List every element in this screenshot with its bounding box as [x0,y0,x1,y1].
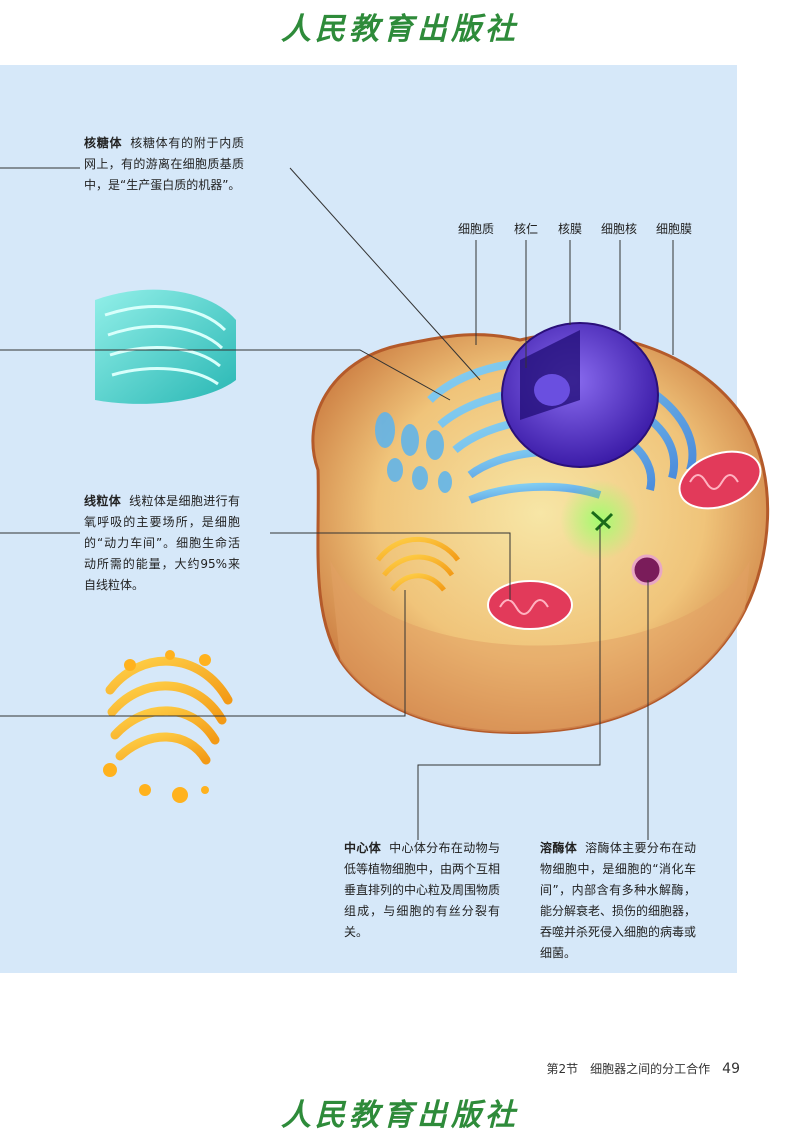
label-nucleolus: 核仁 [514,220,538,237]
page-number: 49 [722,1061,740,1077]
label-cell-membrane: 细胞膜 [656,220,692,237]
mitochondria-text: 线粒体是细胞进行有氧呼吸的主要场所，是细胞的“动力车间”。细胞生命活动所需的能量… [84,494,240,592]
ribosome-description: 核糖体核糖体有的附于内质网上，有的游离在细胞质基质中，是“生产蛋白质的机器”。 [84,133,244,196]
centrosome-text: 中心体分布在动物与低等植物细胞中，由两个互相垂直排列的中心粒及周围物质组成，与细… [344,841,500,939]
label-nuclear-envelope: 核膜 [558,220,582,237]
label-cytoplasm: 细胞质 [458,220,494,237]
golgi-isolated [103,650,228,803]
page-footer: 第2节 细胞器之间的分工合作 49 [0,1060,740,1077]
lysosome-term: 溶酶体 [540,841,577,855]
label-nucleus: 细胞核 [601,220,637,237]
ribosome-term: 核糖体 [84,136,122,150]
section-title: 第2节 细胞器之间的分工合作 [547,1062,711,1076]
centrosome-description: 中心体中心体分布在动物与低等植物细胞中，由两个互相垂直排列的中心粒及周围物质组成… [344,838,500,943]
lysosome-text: 溶酶体主要分布在动物细胞中，是细胞的“消化车间”，内部含有多种水解酶，能分解衰老… [540,841,696,960]
lysosome [633,556,661,584]
nucleus [502,323,658,467]
mitochondrion-lower [488,581,572,629]
mitochondria-term: 线粒体 [84,494,121,508]
lysosome-description: 溶酶体溶酶体主要分布在动物细胞中，是细胞的“消化车间”，内部含有多种水解酶，能分… [540,838,696,964]
er-isolated [95,290,236,404]
watermark-bottom: 人民教育出版社 [0,1090,800,1134]
mitochondria-description: 线粒体线粒体是细胞进行有氧呼吸的主要场所，是细胞的“动力车间”。细胞生命活动所需… [84,491,240,596]
animal-cell [313,323,768,732]
centrosome-term: 中心体 [344,841,381,855]
